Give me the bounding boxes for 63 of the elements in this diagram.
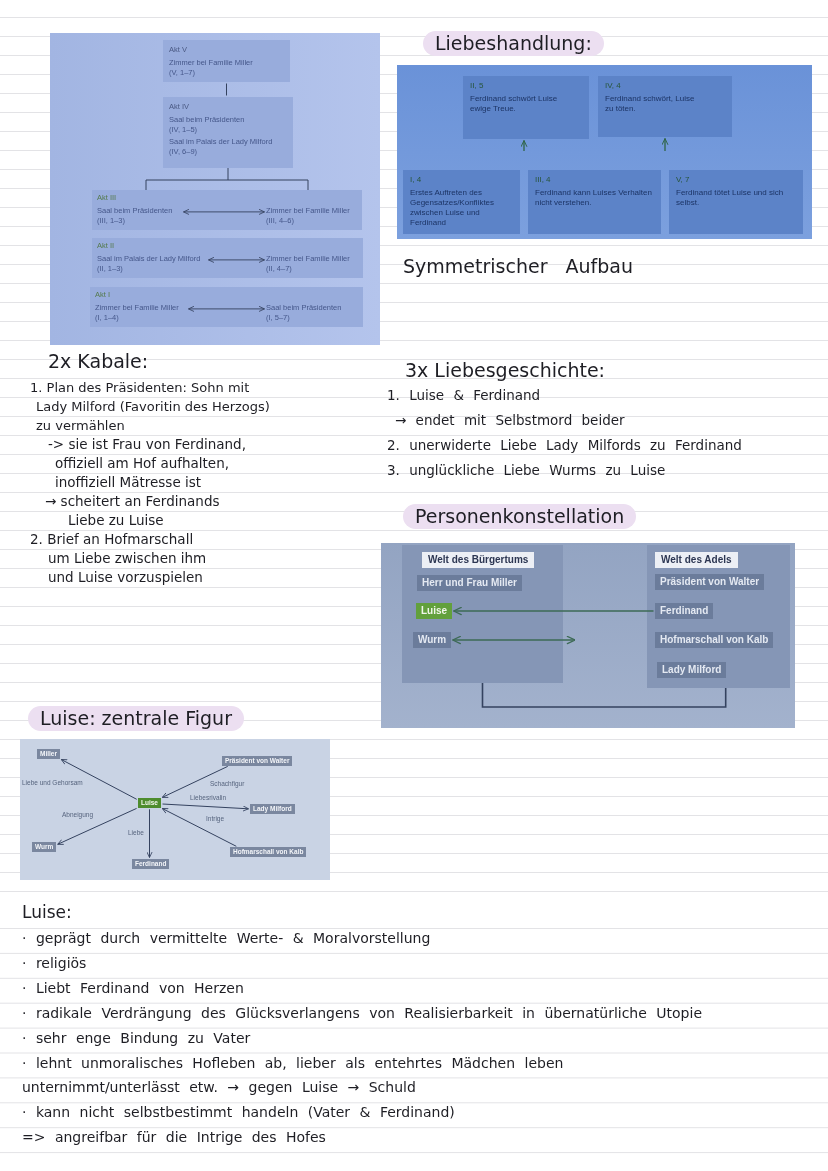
scene-box — [463, 76, 589, 139]
scene-number: I, 4 — [410, 175, 422, 185]
note-heading: 2x Kabale: — [48, 349, 149, 373]
scene-number: V, 7 — [676, 175, 690, 185]
name-tag: Ferdinand — [655, 603, 714, 619]
scene-description: Ferdinand schwört, Luise zu töten. — [605, 94, 696, 114]
tree-line — [145, 167, 309, 191]
act-band — [90, 287, 363, 327]
name-tag: Wurm — [413, 632, 452, 648]
name-tag: Hofmarschall von Kalb — [655, 632, 774, 648]
connector-line — [226, 83, 227, 96]
group-heading: Welt des Adels — [655, 552, 738, 568]
note-text: 2. unerwiderte Liebe Lady Milfords zu Ferdinand — [387, 437, 742, 454]
scene-description: Erstes Auftreten des Gegensatzes/Konfliktes zwischen Luise und Ferdinand — [410, 188, 496, 228]
name-tag: Präsident von Walter — [655, 574, 765, 590]
note-text: → scheitert an Ferdinands Liebe zu Luise — [45, 492, 221, 530]
act-box — [163, 40, 290, 82]
arrow — [452, 606, 655, 616]
double-arrow — [452, 635, 576, 645]
scene-box — [598, 76, 732, 137]
note-text: 1. Luise & Ferdinand — [387, 387, 541, 404]
act-band — [92, 190, 362, 230]
name-tag: Lady Milford — [657, 662, 727, 678]
note-heading: 3x Liebesgeschichte: — [405, 358, 606, 382]
scene-description: Ferdinand schwört Luise ewige Treue. — [470, 94, 559, 114]
arrow — [146, 808, 153, 858]
scene-description: Ferdinand kann Luises Verhalten nicht verstehen. — [535, 188, 653, 208]
group-panel — [647, 545, 790, 688]
scene-number: II, 5 — [470, 81, 484, 91]
note-text: · kann nicht selbstbestimmt handeln (Vater & Ferdinand) — [22, 1103, 455, 1122]
scene-number: IV, 4 — [605, 81, 621, 91]
name-tag: Herr und Frau Miller — [417, 575, 522, 591]
note-text: Symmetrischer Aufbau — [403, 254, 633, 278]
note-text: unternimmt/unterlässt etw. → gegen Luise → Schuld — [22, 1078, 416, 1097]
scene-box — [403, 170, 520, 234]
act-band — [92, 238, 363, 278]
name-tag: Luise — [416, 603, 453, 619]
arrow — [57, 807, 138, 845]
note-text: → endet mit Selbstmord beider — [395, 412, 625, 429]
scene-description: Ferdinand tötet Luise und sich selbst. — [676, 188, 785, 208]
scene-number: III, 4 — [535, 175, 551, 185]
highlighted-heading: Personenkonstellation — [403, 504, 637, 529]
scene-box — [528, 170, 661, 234]
note-text: 3. unglückliche Liebe Wurms zu Luise — [387, 462, 666, 479]
note-text: · radikale Verdrängung des Glücksverlangens von Realisierbarkeit in übernatürliche Utopie — [22, 1003, 702, 1022]
highlighted-heading: Luise: zentrale Figur — [28, 706, 244, 731]
note-text: · geprägt durch vermittelte Werte- & Moralvorstellung — [22, 929, 431, 947]
highlighted-heading: Liebeshandlung: — [423, 31, 604, 56]
act-box — [163, 97, 293, 168]
note-text: · sehr enge Bindung zu Vater — [22, 1028, 251, 1047]
note-text: -> sie ist Frau von Ferdinand, offiziell am Hof aufhalten, inoffiziell Mätresse ist — [48, 435, 247, 492]
note-heading: Luise: — [22, 902, 72, 923]
note-text: · lehnt unmoralisches Hofleben ab, lieber als entehrtes Mädchen leben — [22, 1053, 564, 1072]
bracket-line — [481, 682, 727, 708]
note-text: · Liebt Ferdinand von Herzen — [22, 978, 244, 997]
note-text: 2. Brief an Hofmarschall um Liebe zwischen ihm und Luise vorzuspielen — [30, 530, 208, 587]
scene-box — [669, 170, 803, 234]
note-text: => angreifbar für die Intrige des Hofes — [22, 1128, 326, 1147]
note-text: 1. Plan des Präsidenten: Sohn mit Lady Milford (Favoritin des Herzogs) zu vermählen — [30, 379, 271, 435]
arrow — [162, 803, 249, 812]
group-panel — [402, 545, 563, 683]
note-text: · religiös — [22, 953, 87, 972]
group-heading: Welt des Bürgertums — [422, 552, 535, 568]
